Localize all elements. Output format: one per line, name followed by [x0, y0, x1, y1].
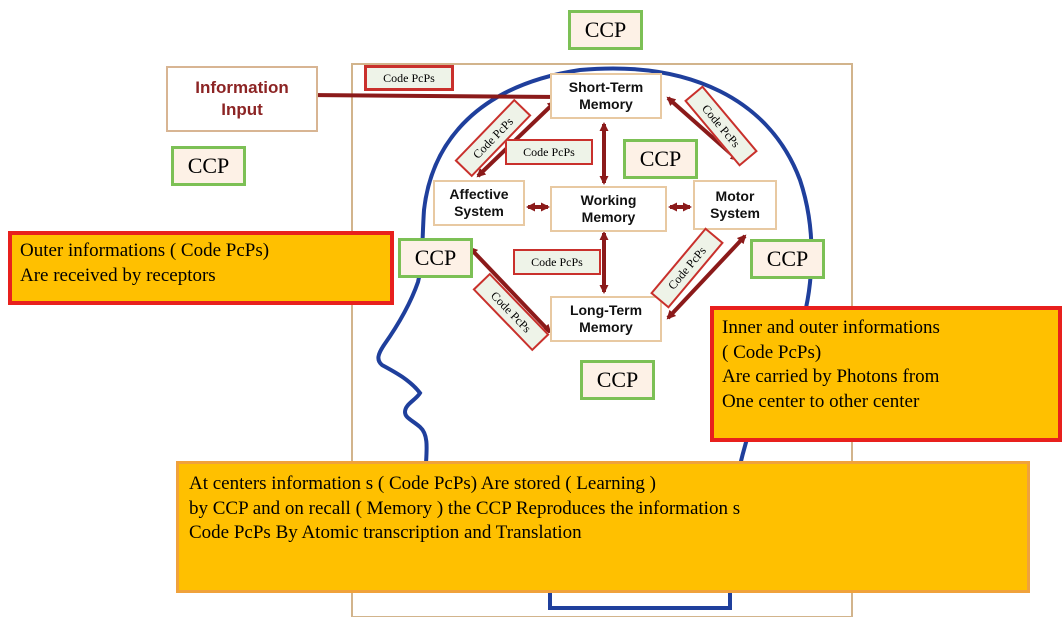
information-input-box: Information Input [166, 66, 318, 132]
input-connector [307, 93, 561, 99]
information-input-line2: Input [221, 100, 263, 119]
arrow-long-motor [666, 234, 747, 320]
note-outer-informations: Outer informations ( Code PcPs) Are rece… [8, 231, 394, 305]
code-pcps-chip-upper-mid: Code PcPs [505, 139, 593, 165]
ccp-box-center: CCP [623, 139, 698, 179]
ccp-box-mid-left: CCP [398, 238, 473, 278]
ccp-box-bottom: CCP [580, 360, 655, 400]
information-input-line1: Information [195, 77, 289, 97]
ccp-box-left: CCP [171, 146, 246, 186]
ccp-box-mid-right: CCP [750, 239, 825, 279]
code-pcps-chip-lower-mid: Code PcPs [513, 249, 601, 275]
arrow-affective-long [468, 246, 552, 334]
ccp-box-top: CCP [568, 10, 643, 50]
note-centers-storage: At centers information s ( Code PcPs) Ar… [176, 461, 1030, 593]
note-inner-outer-informations: Inner and outer informations ( Code PcPs… [710, 306, 1062, 442]
code-pcps-chip-input: Code PcPs [364, 65, 454, 91]
